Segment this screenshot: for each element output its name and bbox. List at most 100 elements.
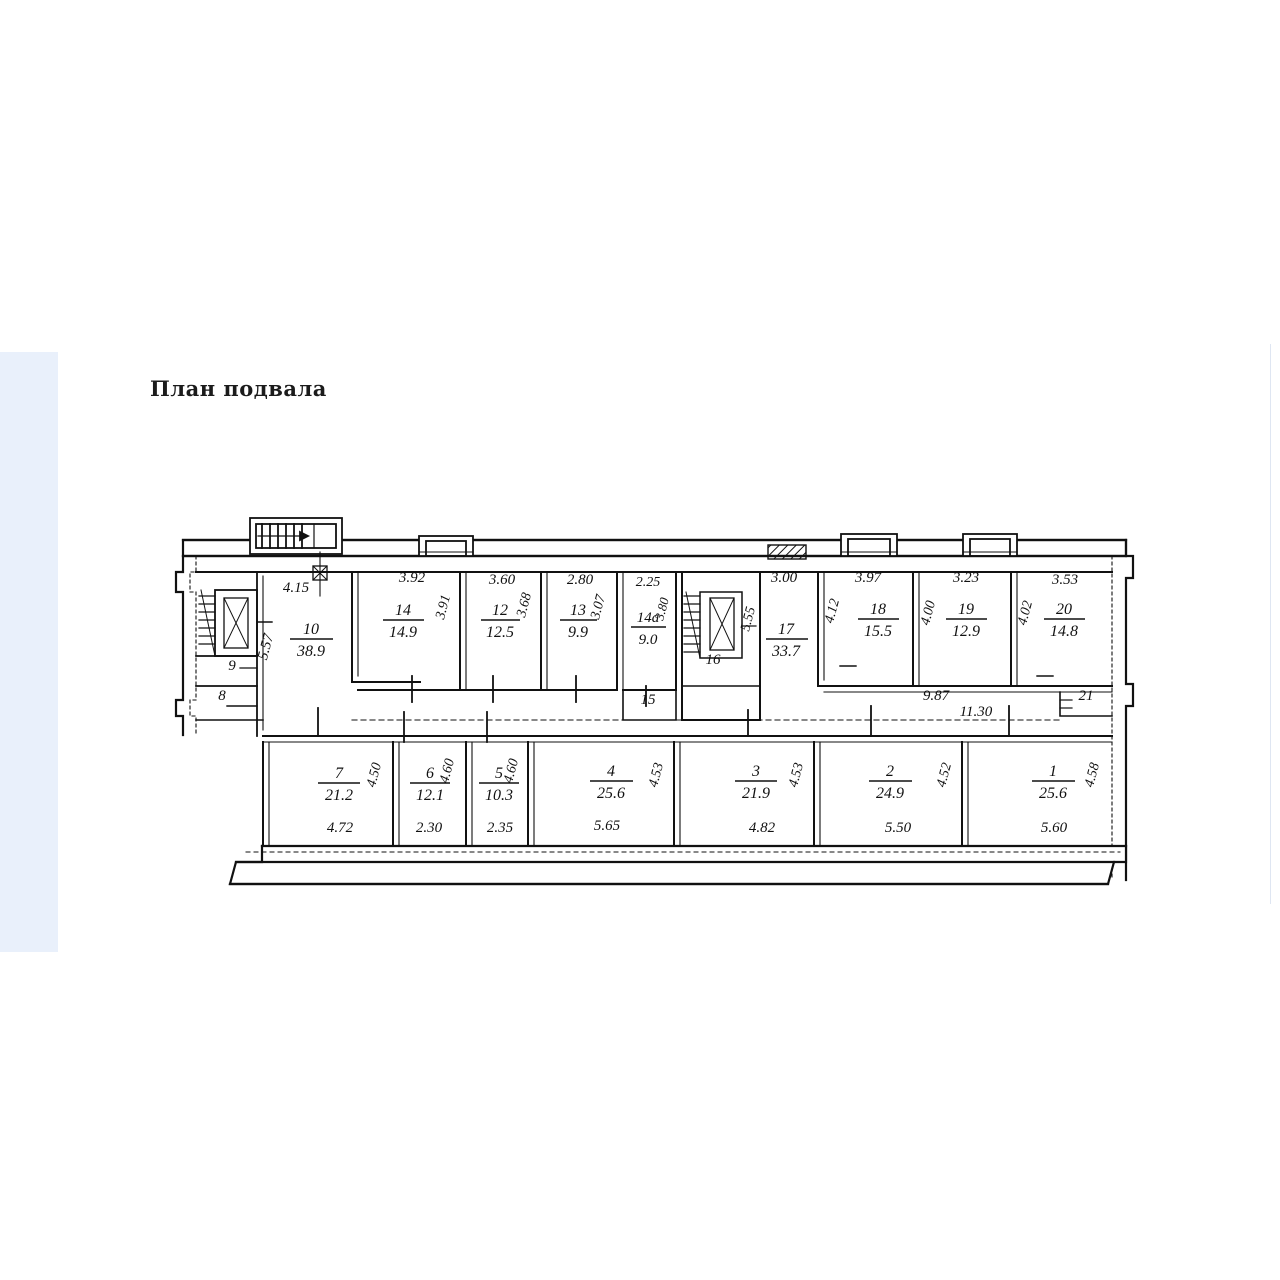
room-14a-area: 9.0 [639, 632, 658, 648]
room-5-number: 5 [495, 765, 503, 782]
hatched-wall-segment [767, 544, 807, 560]
dim-room-10-side: 5.57 [255, 631, 278, 662]
room-19-number: 19 [958, 601, 974, 618]
room-20-number: 20 [1056, 601, 1072, 618]
room-2-area: 24.9 [876, 785, 904, 802]
room-14-area: 14.9 [389, 624, 417, 641]
room-label-14: 14 14.9 [383, 602, 424, 641]
dim-room-18-side: 4.12 [822, 597, 843, 625]
dim-room-5-side: 4.60 [501, 757, 522, 785]
room-9-number: 9 [228, 658, 236, 674]
dim-room-13-side: 3.07 [588, 592, 609, 621]
dim-room-17-top: 3.00 [770, 570, 798, 586]
corridor-dim-1: 9.87 [923, 688, 951, 704]
room-13-area: 9.9 [568, 624, 588, 641]
dim-room-16-side: 5.55 [738, 605, 759, 633]
room-10-number: 10 [303, 621, 319, 638]
room-12-area: 12.5 [486, 624, 514, 641]
room-2-number: 2 [886, 763, 894, 780]
stairwell-left [195, 571, 273, 737]
left-page-margin-band [0, 352, 58, 952]
room-label-7: 7 21.2 [318, 765, 360, 804]
room-7-area: 21.2 [325, 787, 353, 804]
dim-room-20-side: 4.02 [1015, 599, 1036, 627]
central-corridor [195, 719, 1113, 743]
room-21-number: 21 [1079, 688, 1094, 704]
room-label-5: 5 10.3 [479, 765, 519, 804]
exterior-bottom-foundation [228, 844, 1128, 886]
room-6-area: 12.1 [416, 787, 444, 804]
right-page-edge-line [1270, 344, 1271, 904]
dim-room-14-top: 3.92 [398, 570, 426, 586]
room-label-12: 12 12.5 [481, 602, 520, 641]
room-14a-number: 14a [637, 610, 660, 626]
room-label-13: 13 9.9 [560, 602, 597, 641]
room-13-number: 13 [570, 602, 586, 619]
dim-room-12-top: 3.60 [488, 572, 516, 588]
light-well-2 [840, 533, 898, 557]
dim-room-14a-top: 2.25 [636, 575, 661, 590]
room-1-number: 1 [1049, 763, 1057, 780]
dim-room-5-bottom: 2.35 [487, 820, 514, 836]
dim-room-7-side: 4.50 [364, 761, 385, 789]
room-20-area: 14.8 [1050, 623, 1078, 640]
room-17-area: 33.7 [771, 643, 801, 660]
room-4-number: 4 [607, 763, 615, 780]
room-16-number: 16 [706, 652, 722, 668]
room-8-number: 8 [218, 688, 226, 704]
dim-room-6-bottom: 2.30 [416, 820, 443, 836]
room-label-10: 10 38.9 [290, 621, 333, 660]
dim-room-10-top: 4.15 [283, 580, 310, 596]
room-3-number: 3 [751, 763, 760, 780]
room-label-20: 20 14.8 [1044, 601, 1085, 640]
dim-room-2-side: 4.52 [934, 761, 955, 789]
room-3-area: 21.9 [742, 785, 770, 802]
entrance-top-left [249, 517, 343, 597]
room-1-area: 25.6 [1039, 785, 1067, 802]
room-10-area: 38.9 [296, 643, 325, 660]
dim-room-4-side: 4.53 [646, 761, 667, 789]
door-openings [317, 665, 1054, 743]
room-18-area: 15.5 [864, 623, 892, 640]
dim-room-19-top: 3.23 [952, 570, 979, 586]
corridor-dim-2: 11.30 [960, 704, 993, 720]
room-label-6: 6 12.1 [410, 765, 450, 804]
room-4-area: 25.6 [597, 785, 625, 802]
room-label-3: 3 21.9 [735, 763, 777, 802]
room-label-19: 19 12.9 [946, 601, 987, 640]
room-label-2: 2 24.9 [869, 763, 912, 802]
light-well-1 [418, 535, 474, 557]
room-7-number: 7 [335, 765, 344, 782]
dim-room-14a-side: 3.80 [651, 595, 672, 622]
dim-room-20-top: 3.53 [1051, 572, 1078, 588]
room-19-area: 12.9 [952, 623, 980, 640]
room-label-18: 18 15.5 [858, 601, 899, 640]
upper-row-walls [195, 571, 1113, 721]
room-label-1: 1 25.6 [1032, 763, 1075, 802]
room-6-number: 6 [426, 765, 434, 782]
dim-room-2-bottom: 5.50 [885, 820, 912, 836]
exterior-right-wall [1111, 538, 1135, 882]
page-title: План подвала [150, 376, 327, 401]
room-label-4: 4 25.6 [590, 763, 633, 802]
room-5-area: 10.3 [485, 787, 513, 804]
room-12-number: 12 [492, 602, 508, 619]
dim-room-3-side: 4.53 [786, 761, 807, 789]
exterior-left-wall [174, 554, 197, 737]
dim-room-13-top: 2.80 [567, 572, 594, 588]
room-15-number: 15 [641, 692, 657, 708]
room-label-17: 17 33.7 [766, 621, 808, 660]
room-17-number: 17 [778, 621, 795, 638]
dim-room-4-bottom: 5.65 [594, 818, 621, 834]
dim-room-3-bottom: 4.82 [749, 820, 776, 836]
dim-room-6-side: 4.60 [437, 757, 458, 785]
dim-room-1-side: 4.58 [1082, 761, 1103, 789]
dim-room-12-side: 3.68 [514, 591, 535, 620]
dim-room-14-side: 3.91 [433, 593, 454, 622]
room-18-number: 18 [870, 601, 886, 618]
light-well-3 [962, 533, 1018, 557]
lower-row-walls [262, 741, 1113, 847]
dim-room-18-top: 3.97 [854, 570, 883, 586]
dim-room-7-bottom: 4.72 [327, 820, 354, 836]
